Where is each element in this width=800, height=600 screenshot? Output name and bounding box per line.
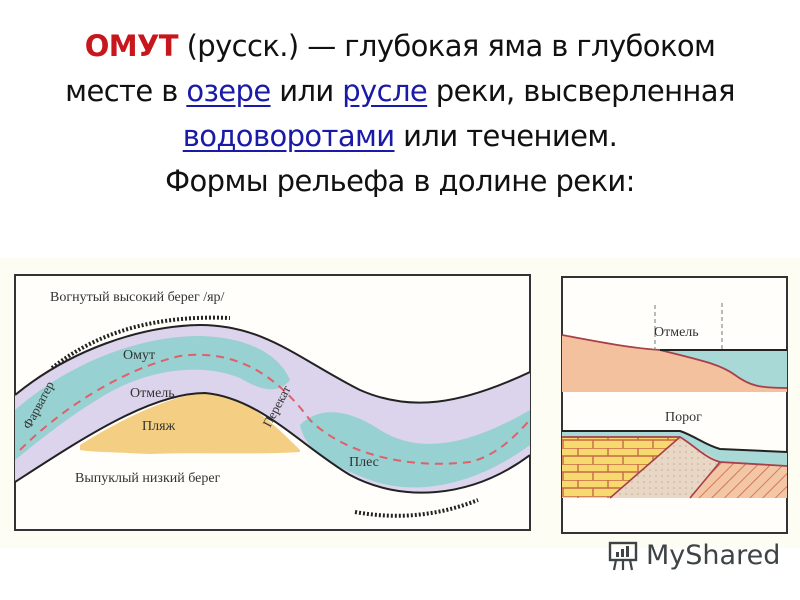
term-omut: ОМУТ — [84, 29, 179, 63]
label-shoal: Отмель — [130, 386, 175, 401]
slide-definition-text: ОМУТ (русск.) — глубокая яма в глубоком … — [0, 24, 800, 204]
label-rapids: Порог — [665, 410, 702, 425]
myshared-watermark: MyShared — [606, 538, 780, 572]
river-section-diagram: Отмель Порог — [561, 276, 788, 534]
river-plan-diagram: Вогнутый высокий берег /яр/ Омут Отмель … — [14, 274, 531, 531]
label-section-shoal: Отмель — [654, 325, 699, 340]
label-low-bank: Выпуклый низкий берег — [75, 471, 221, 486]
watermark-text: MyShared — [646, 539, 781, 571]
label-pool: Омут — [123, 348, 155, 363]
definition-line-3: водоворотами или течением. — [182, 119, 618, 153]
presentation-board-icon — [608, 541, 638, 571]
label-beach: Пляж — [142, 419, 176, 434]
link-ruslo[interactable]: русле — [342, 74, 428, 108]
link-vodovorot[interactable]: водоворотами — [182, 119, 395, 153]
definition-line-2: месте в озере или русле реки, высверленн… — [65, 74, 735, 108]
link-ozero[interactable]: озере — [186, 74, 271, 108]
label-reach: Плес — [349, 455, 379, 470]
label-high-bank: Вогнутый высокий берег /яр/ — [50, 290, 225, 305]
subtitle-relief-forms: Формы рельефа в долине реки: — [165, 164, 635, 198]
definition-line-1: ОМУТ (русск.) — глубокая яма в глубоком — [84, 29, 716, 63]
